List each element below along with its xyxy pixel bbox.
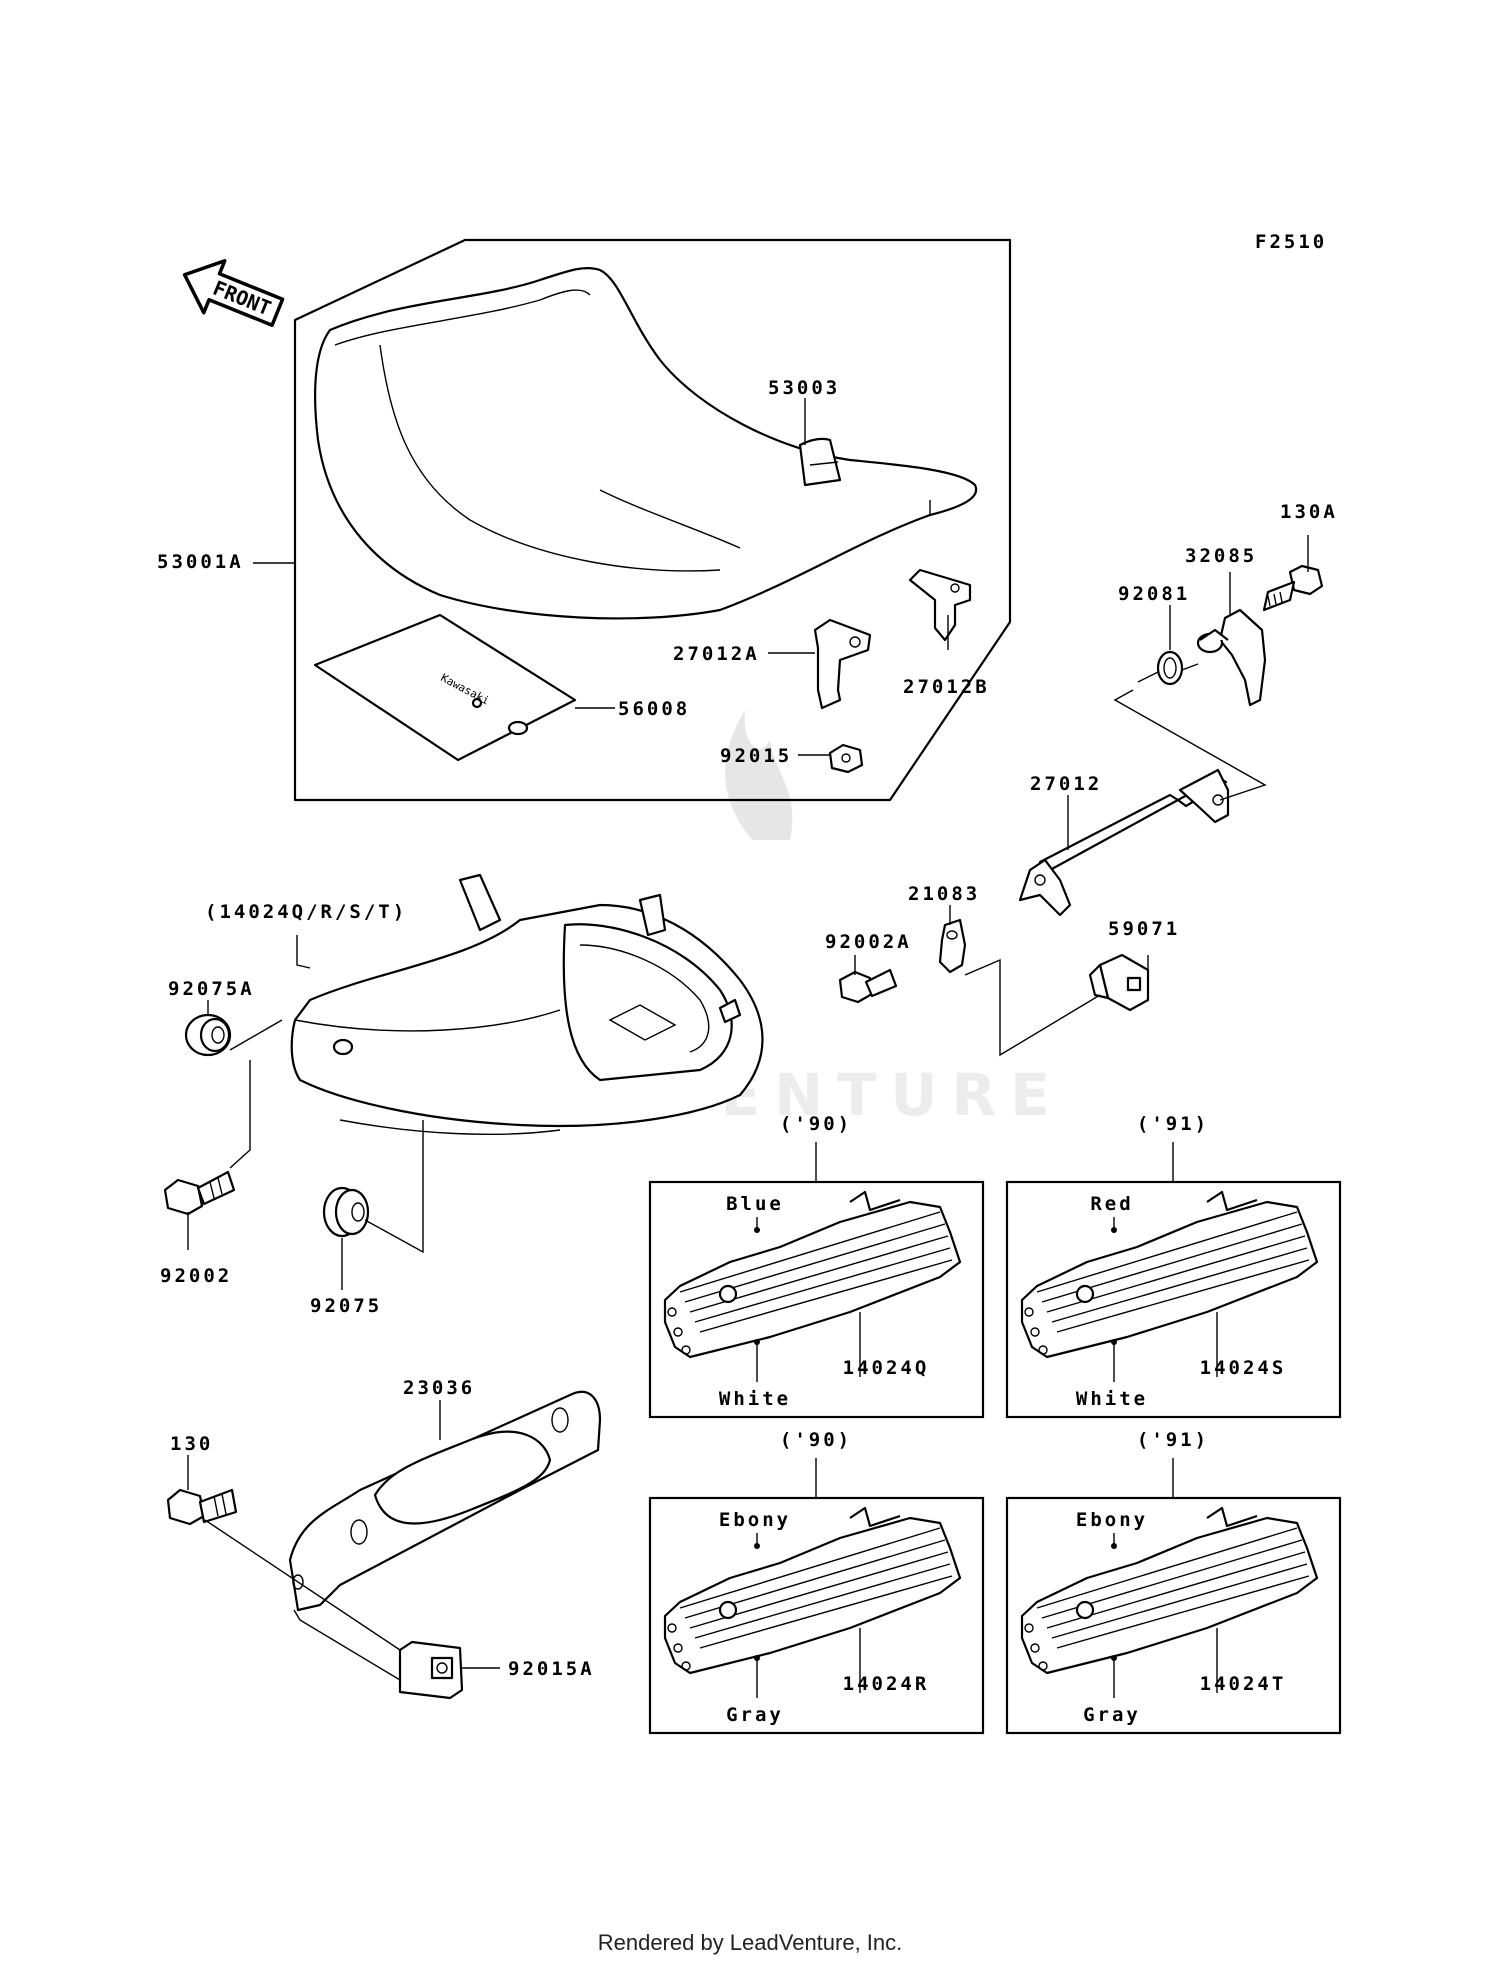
bolt-130A: [1262, 564, 1324, 612]
grommet-92075: [322, 1186, 370, 1238]
footer-credit: Rendered by LeadVenture, Inc.: [598, 1930, 903, 1955]
side-cover-ribs: [1036, 1527, 1310, 1649]
side-cover-hole: [1030, 1327, 1040, 1337]
label-14024-group: (14024Q/R/S/T): [205, 901, 407, 923]
color-top-label: Blue: [726, 1193, 784, 1215]
color-bottom-label: Gray: [726, 1704, 784, 1726]
side-cover-hole: [673, 1327, 683, 1337]
label-92075A: 92075A: [168, 978, 255, 1000]
side-cover-hole: [667, 1623, 677, 1633]
variant-part-number: 14024R: [843, 1673, 930, 1695]
bracket-21083: [938, 918, 967, 974]
label-53003: 53003: [768, 377, 840, 399]
bolt-92002: [163, 1170, 236, 1216]
bracket-27012B: [908, 568, 972, 642]
lock-rod-27012: [1018, 768, 1230, 917]
grommet-92075A: [184, 1013, 232, 1057]
side-cover-hole: [667, 1307, 677, 1317]
side-cover-hole: [718, 1600, 738, 1620]
label-130: 130: [170, 1433, 213, 1455]
label-92002A: 92002A: [825, 931, 912, 953]
variant-year: ('91): [1137, 1113, 1209, 1135]
variant-part-number: 14024T: [1200, 1673, 1287, 1695]
side-cover-tab: [849, 1190, 901, 1212]
side-cover-tab: [1206, 1190, 1258, 1212]
side-cover-hole: [1024, 1307, 1034, 1317]
label-92075: 92075: [310, 1295, 382, 1317]
label-27012: 27012: [1030, 773, 1102, 795]
label-130A: 130A: [1280, 501, 1338, 523]
side-cover-hole: [681, 1661, 691, 1671]
side-cover-hole: [1075, 1600, 1095, 1620]
color-bottom-label: Gray: [1083, 1704, 1141, 1726]
side-cover-hole: [1024, 1623, 1034, 1633]
seat-drawing: [314, 266, 978, 620]
side-cover-hole: [718, 1284, 738, 1304]
side-cover-hole: [673, 1643, 683, 1653]
plate-23036: [288, 1390, 602, 1612]
variant-part-number: 14024Q: [843, 1357, 930, 1379]
label-53001A: 53001A: [157, 551, 244, 573]
nut-92015: [828, 743, 864, 774]
side-cover-ribs: [679, 1211, 953, 1333]
bracket-27012A: [813, 618, 872, 710]
bolt-130: [166, 1488, 238, 1526]
cable-holder-59071: [1088, 953, 1150, 1012]
variant-part-number: 14024S: [1200, 1357, 1287, 1379]
label-92015: 92015: [720, 745, 792, 767]
part-labels: 53003 53001A 56008 27012A 27012B 92015 1…: [157, 377, 1338, 1680]
decal-sheet: Kawasaki: [313, 613, 577, 762]
side-cover-hole: [1030, 1643, 1040, 1653]
side-cover-hole: [1038, 1661, 1048, 1671]
variant-year: ('90): [780, 1429, 852, 1451]
color-top-label: Ebony: [719, 1509, 791, 1531]
label-32085: 32085: [1185, 545, 1257, 567]
label-27012A: 27012A: [673, 643, 760, 665]
label-27012B: 27012B: [903, 676, 990, 698]
side-cover-hole: [681, 1345, 691, 1355]
color-top-label: Red: [1090, 1193, 1133, 1215]
clip-nut-92015A: [398, 1640, 464, 1700]
figure-code: F2510: [1255, 231, 1327, 253]
side-cover-hole: [1038, 1345, 1048, 1355]
label-92015A: 92015A: [508, 1658, 595, 1680]
lock-32085: [1196, 608, 1267, 707]
side-cover-tab: [849, 1506, 901, 1528]
label-92002: 92002: [160, 1265, 232, 1287]
label-56008: 56008: [618, 698, 690, 720]
variant-panels: ('90)BlueWhite14024Q('91)RedWhite14024S(…: [648, 1113, 1342, 1735]
variant-year: ('91): [1137, 1429, 1209, 1451]
side-cover-ribs: [679, 1527, 953, 1649]
label-23036: 23036: [403, 1377, 475, 1399]
leader-lines: [187, 398, 1309, 1681]
variant-year: ('90): [780, 1113, 852, 1135]
side-cover-tab: [1206, 1506, 1258, 1528]
color-bottom-label: White: [1076, 1388, 1148, 1410]
color-bottom-label: White: [719, 1388, 791, 1410]
label-92081: 92081: [1118, 583, 1190, 605]
front-arrow-icon: FRONT: [182, 259, 285, 327]
label-59071: 59071: [1108, 918, 1180, 940]
side-cover-ribs: [1036, 1211, 1310, 1333]
label-21083: 21083: [908, 883, 980, 905]
spring-92081: [1137, 650, 1199, 686]
seat-group-frame: [293, 238, 1012, 802]
tail-cover-drawing: [290, 873, 764, 1135]
bolt-92002A: [838, 968, 898, 1004]
color-top-label: Ebony: [1076, 1509, 1148, 1531]
side-cover-hole: [1075, 1284, 1095, 1304]
